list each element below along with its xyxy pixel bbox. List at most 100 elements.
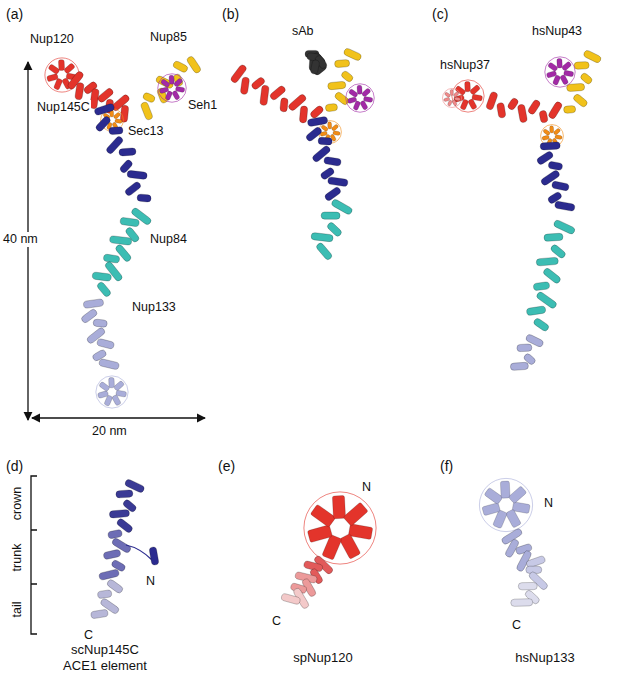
helix-cylinder (572, 93, 588, 108)
propeller-blade (310, 504, 336, 527)
propeller-ring (479, 478, 532, 531)
helix-cylinder (107, 529, 122, 539)
propeller-blade (542, 135, 550, 141)
propeller-blade (332, 495, 345, 518)
terminus-label: N (544, 496, 553, 511)
helix-cylinder (517, 344, 532, 352)
protein-label: hsNup43 (532, 24, 582, 39)
helix-cylinder (544, 233, 563, 241)
helix-cylinder (496, 102, 506, 118)
propeller-blade (468, 98, 478, 110)
protein-label: Seh1 (188, 98, 217, 113)
propeller-blade (97, 391, 108, 399)
helix-cylinder (325, 103, 338, 111)
propeller-blade (469, 84, 480, 95)
helix-cylinder (83, 299, 104, 309)
protein-label: Nup84 (150, 232, 187, 247)
helix-cylinder (103, 254, 120, 263)
propeller-blade (46, 73, 58, 81)
helix-cylinder (103, 549, 121, 560)
helix-cylinder (533, 317, 550, 332)
propeller-ring (545, 57, 575, 87)
propeller-blade (63, 63, 75, 74)
dimension-label: 20 nm (92, 424, 127, 439)
protein-label: Nup145C (36, 100, 91, 115)
helix-cylinder (109, 127, 123, 135)
helix-cylinder (548, 101, 564, 120)
protein-label: Nup133 (132, 300, 176, 315)
helix-cylinder (260, 85, 270, 106)
propeller-blade (357, 85, 362, 94)
terminus-label: N (362, 480, 371, 495)
propeller-blade (113, 112, 121, 120)
panel-label: (d) (6, 458, 23, 475)
propeller-blade (557, 58, 563, 68)
helix-cylinder (324, 156, 342, 166)
propeller-blade (553, 128, 561, 136)
helix-cylinder (321, 212, 340, 219)
helix-cylinder (172, 60, 189, 73)
helix-cylinder (340, 70, 354, 83)
propeller-blade (450, 89, 453, 95)
domain-label: tail (10, 601, 25, 617)
helix-cylinder (75, 82, 85, 100)
helix-cylinder (517, 104, 527, 123)
helix-cylinder (527, 99, 541, 116)
propeller-blade (452, 99, 458, 106)
propeller-blade (160, 79, 170, 88)
terminus-label: C (272, 614, 281, 629)
helix-cylinder (511, 599, 533, 607)
helix-cylinder (510, 362, 528, 370)
propeller-blade (348, 89, 358, 98)
helix-cylinder (485, 91, 498, 110)
helix-cylinder (539, 110, 548, 123)
helix-cylinder (119, 148, 137, 157)
propeller-blade (169, 75, 174, 84)
helix-cylinder (533, 282, 550, 291)
propeller-ring (452, 80, 484, 112)
panel-label: (f) (440, 458, 453, 475)
propeller-blade (484, 487, 503, 504)
helix-cylinder (551, 181, 569, 191)
helix-cylinder (540, 142, 560, 150)
propeller-blade (561, 61, 572, 71)
propeller-blade (500, 481, 510, 498)
helix-cylinder (137, 194, 152, 202)
helix-cylinder (94, 103, 115, 116)
helix-cylinder (120, 217, 140, 227)
helix-cylinder (96, 338, 114, 349)
helix-cylinder (324, 186, 342, 202)
propeller-blade (328, 122, 332, 129)
helix-cylinder (343, 47, 362, 61)
propeller-blade (307, 525, 332, 543)
propeller-blade (360, 100, 369, 110)
propeller-ring (443, 89, 462, 108)
protein-label: Nup120 (30, 32, 74, 47)
protein-label: sAb (292, 24, 314, 39)
propeller-blade (550, 126, 554, 133)
dimension-label: 40 nm (2, 232, 39, 247)
helix-cylinder (93, 319, 108, 328)
helix-cylinder (579, 72, 593, 85)
propeller-blade (48, 64, 60, 75)
helix-cylinder (99, 358, 120, 370)
helix-cylinder (327, 177, 348, 187)
panel-label: (e) (218, 458, 235, 475)
terminus-label: C (512, 618, 521, 633)
propeller-blade (159, 87, 169, 94)
panel-caption: hsNup133 (490, 650, 600, 666)
propeller-blade (453, 91, 460, 97)
propeller-blade (112, 394, 122, 406)
propeller-ring (158, 74, 187, 103)
domain-label: crown (11, 486, 26, 519)
protein-label: hsNup37 (440, 58, 490, 73)
propeller-blade (546, 71, 557, 79)
propeller-blade (560, 74, 569, 85)
helix-cylinder (96, 281, 112, 298)
helix-cylinder (97, 590, 112, 599)
propeller-ring (304, 492, 376, 564)
helix-cylinder (142, 92, 156, 104)
helix-cylinder (127, 170, 148, 179)
propeller-blade (109, 377, 115, 387)
helix-cylinder (109, 509, 130, 518)
